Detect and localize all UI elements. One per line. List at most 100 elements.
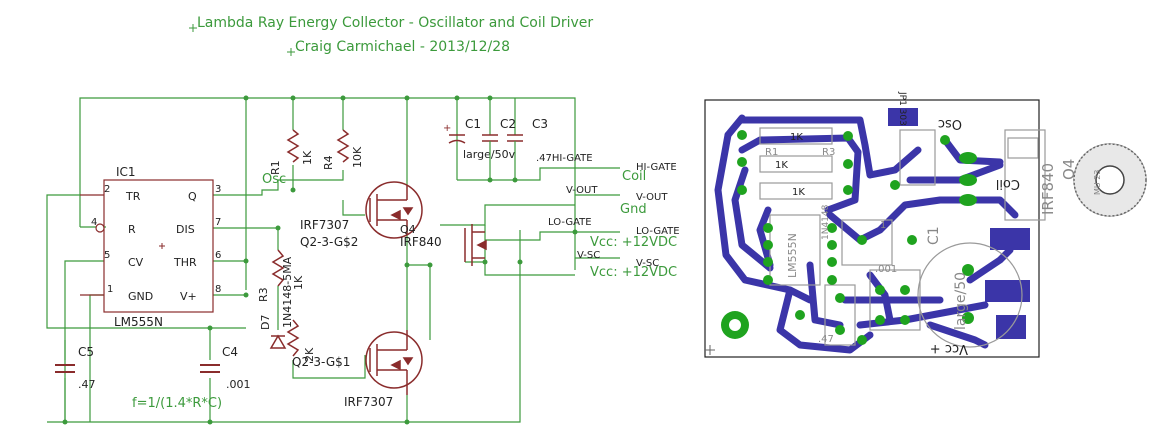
c5-name: C5: [78, 345, 94, 359]
label-v-out-left: V-OUT: [566, 185, 598, 196]
c1-value: large/50v: [463, 148, 516, 161]
pcb-label-k1: 1K: [790, 132, 803, 143]
ic1-pin-num-4: 4: [91, 217, 97, 228]
ic1-pin-gnd: GND: [128, 290, 153, 303]
ic1-pin-num-1: 1: [107, 284, 113, 295]
ic1-part: LM555N: [114, 315, 163, 329]
capacitor-c3: C3: [507, 117, 548, 180]
q2b-name: Q2-3-G$1: [292, 355, 350, 369]
resistor-r1: R1 1K: [269, 129, 314, 175]
ic1-lm555: IC1 LM555N TR R CV GND Q DIS THR V+ 2 4 …: [80, 165, 221, 329]
diode-d7: D7 1N4148-5MA: [259, 256, 294, 349]
r1-name: R1: [269, 160, 282, 175]
ic1-pin-num-6: 6: [215, 250, 221, 261]
label-v-sc-left: V-SC: [577, 250, 600, 261]
schematic-wires: [46, 97, 620, 423]
mosfet-q4: [464, 224, 487, 266]
c3-name: C3: [532, 117, 548, 131]
ic1-pin-thr: THR: [173, 256, 197, 269]
c1-name: C1: [465, 117, 481, 131]
pcb-label-c1: C1: [926, 226, 942, 245]
pcb-pads: [737, 130, 977, 345]
d7-part: 1N4148-5MA: [281, 256, 294, 328]
ic1-pin-num-2: 2: [104, 184, 110, 195]
pcb-heatsink: [1073, 143, 1147, 217]
ic1-pin-num-8: 8: [215, 284, 221, 295]
capacitor-c2: C2: [482, 117, 516, 180]
ic1-pin-q: Q: [188, 190, 197, 203]
ic1-pin-num-3: 3: [215, 184, 221, 195]
pcb-label-q4-part: IRF840: [1039, 163, 1057, 215]
schematic-junctions: [62, 95, 578, 425]
pcb-label-q4-name: Q4: [1060, 159, 1078, 180]
c5-value: .47: [78, 378, 96, 391]
ic1-pin-vplus: V+: [180, 290, 197, 303]
pcb-label-osc: Osc: [938, 116, 962, 131]
ic1-pin-cv: CV: [128, 256, 144, 269]
pcb-label-heatsink: MU 23: [1093, 170, 1102, 195]
capacitor-c1: + C1 large/50v: [443, 117, 516, 161]
pcb-wide-pads: [888, 108, 1030, 339]
pcb-label-misc-1: 1: [880, 220, 886, 231]
pcb-board: [704, 99, 1040, 358]
schematic-author-line: Craig Carmichael - 2013/12/28: [295, 39, 510, 55]
ic1-pin-dis: DIS: [176, 223, 195, 236]
label-v-out-right: V-OUT: [636, 192, 668, 203]
pcb-label-coil: Coil: [996, 176, 1020, 191]
c4-name: C4: [222, 345, 238, 359]
resistor-r3: R3: [257, 249, 285, 302]
pcb-mount-hole: [721, 311, 749, 339]
pcb-label-jack: JP1 303: [897, 91, 907, 126]
pcb-label-vcc: Vcc +: [930, 341, 968, 356]
pcb-label-cap-47: .47: [818, 334, 834, 345]
c4-value: .001: [226, 378, 251, 391]
ic1-pin-r: R: [128, 223, 136, 236]
svg-text:+: +: [443, 123, 451, 134]
resistor-r4: R4 10K: [322, 129, 364, 170]
label-hi-gate-right: HI-GATE: [636, 162, 677, 173]
ic1-pin-num-5: 5: [104, 250, 110, 261]
r3-name: R3: [257, 287, 270, 302]
r4-value: 10K: [351, 146, 364, 168]
label-coil: Coil: [622, 169, 646, 184]
r1-value: 1K: [301, 150, 314, 165]
label-vcc-1: Vcc: +12VDC: [590, 235, 677, 250]
label-gnd: Gnd: [620, 202, 647, 217]
capacitor-c5: C5 .47: [55, 345, 96, 391]
r4-name: R4: [322, 155, 335, 170]
title-crosshair-marks: [189, 24, 295, 56]
label-vcc-2: Vcc: +12VDC: [590, 265, 677, 280]
pcb-label-cap-small: .001: [875, 264, 897, 275]
r2-value: 2K: [303, 347, 316, 362]
schematic-connector-labels: .47HI-GATE HI-GATE V-OUT V-OUT LO-GATE L…: [132, 153, 680, 411]
label-formula: f=1/(1.4*R*C): [132, 396, 222, 411]
q2a-part: IRF7307: [300, 218, 349, 232]
mosfet-q2b: [365, 330, 423, 395]
r3-value: 1K: [292, 275, 305, 290]
pcb-label-ic: LM555N: [786, 233, 799, 278]
ic1-name: IC1: [116, 165, 136, 179]
label-lo-gate-left: LO-GATE: [548, 217, 592, 228]
pcb-label-cap-value: large/50: [953, 272, 969, 330]
ic1-pin-tr: TR: [125, 190, 141, 203]
pcb-label-k3: 1K: [792, 187, 805, 198]
pcb-labels: Osc Coil Vcc + IRF840 Q4 LM555N C1 large…: [765, 91, 1102, 356]
pcb-label-k2: 1K: [775, 160, 788, 171]
q2a-name: Q2-3-G$2: [300, 235, 358, 249]
r3-value-tag: 1K: [292, 275, 305, 290]
c2-name: C2: [500, 117, 516, 131]
label-lo-gate-right: LO-GATE: [636, 226, 680, 237]
label-hi-gate-left: .47HI-GATE: [536, 153, 593, 164]
q4-part: IRF840: [400, 235, 442, 249]
mosfet-q2a: [365, 181, 423, 239]
label-osc: Osc: [262, 172, 286, 187]
pcb-label-small-part: 1N4148: [821, 204, 831, 240]
capacitor-c4: C4 .001: [200, 345, 251, 391]
schematic-title: Lambda Ray Energy Collector - Oscillator…: [197, 15, 593, 31]
label-v-sc-right: V-SC: [636, 258, 659, 269]
pcb-label-r3: R3: [822, 147, 835, 158]
q4-name: Q4: [400, 223, 416, 236]
d7-name: D7: [259, 315, 272, 330]
ic1-pin-num-7: 7: [215, 217, 221, 228]
